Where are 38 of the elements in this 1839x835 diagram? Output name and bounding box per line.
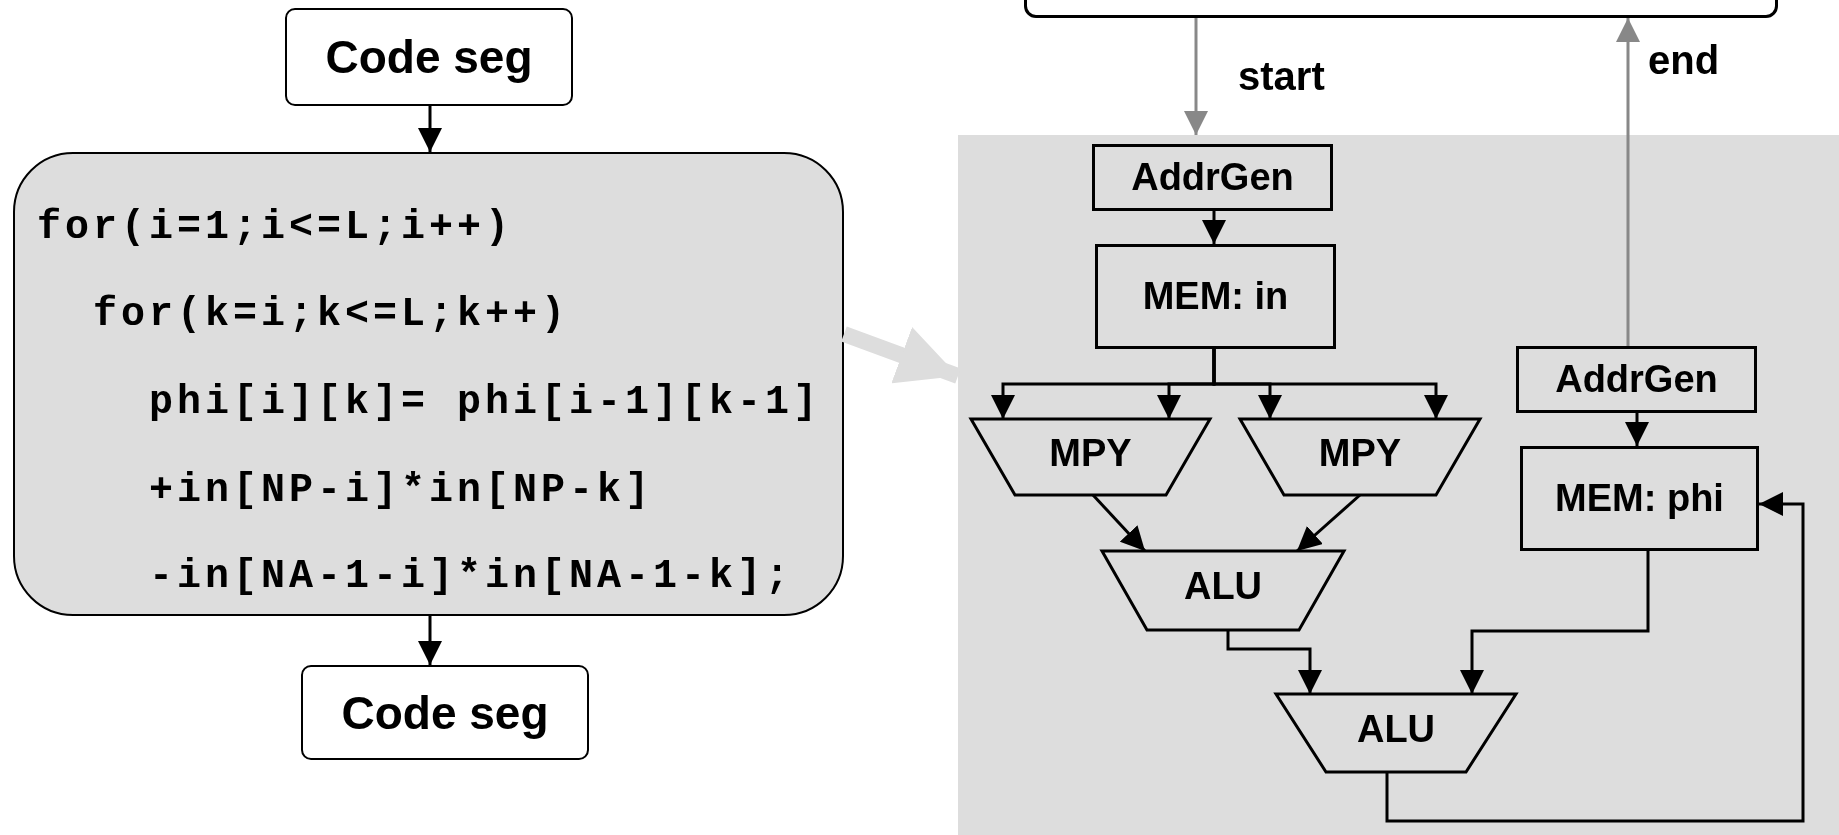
code-block-box: [13, 152, 844, 616]
process-box: [285, 8, 573, 106]
edge-label: start: [1238, 54, 1325, 99]
code-line: phi[i][k]= phi[i-1][k-1]: [149, 383, 822, 423]
arrow: [418, 106, 442, 152]
box-label: AddrGen: [1131, 156, 1294, 199]
arrow: [1460, 551, 1650, 694]
code-line: +in[NP-i]*in[NP-k]: [149, 471, 654, 511]
box-label: MEM: phi: [1555, 477, 1724, 520]
arrow: [1385, 492, 1805, 823]
unit-label: MPY: [1318, 431, 1402, 475]
arrow: [1296, 493, 1361, 553]
arrow: [1184, 18, 1208, 135]
process-box: [1516, 346, 1757, 413]
code-line: for(i=1;i<=L;i++): [37, 208, 514, 248]
code-line: -in[NA-1-i]*in[NA-1-k];: [149, 557, 794, 597]
process-box: [1092, 144, 1333, 211]
arrow: [418, 616, 442, 665]
arrow: [1625, 413, 1649, 446]
box-label: Code seg: [341, 685, 549, 740]
unit-label: MPY: [1049, 431, 1132, 475]
shaded-region: [958, 135, 1839, 835]
edge-label: end: [1648, 38, 1720, 83]
unit-label: ALU: [1183, 565, 1263, 608]
block-arrow: [841, 326, 961, 384]
unit-label: ALU: [1356, 707, 1436, 751]
arrow: [1212, 349, 1448, 419]
arrow: [1616, 18, 1640, 346]
box-label: Code seg: [325, 30, 533, 84]
arrow: [1202, 211, 1226, 244]
code-line: for(k=i;k<=L;k++): [93, 295, 570, 335]
arrow: [1091, 493, 1147, 553]
process-box: [1095, 244, 1336, 349]
arrow: [1226, 630, 1322, 694]
box-label: MEM: in: [1142, 275, 1289, 318]
process-box: [301, 665, 589, 760]
box-label: AddrGen: [1555, 358, 1718, 401]
process-box: [1520, 446, 1759, 551]
